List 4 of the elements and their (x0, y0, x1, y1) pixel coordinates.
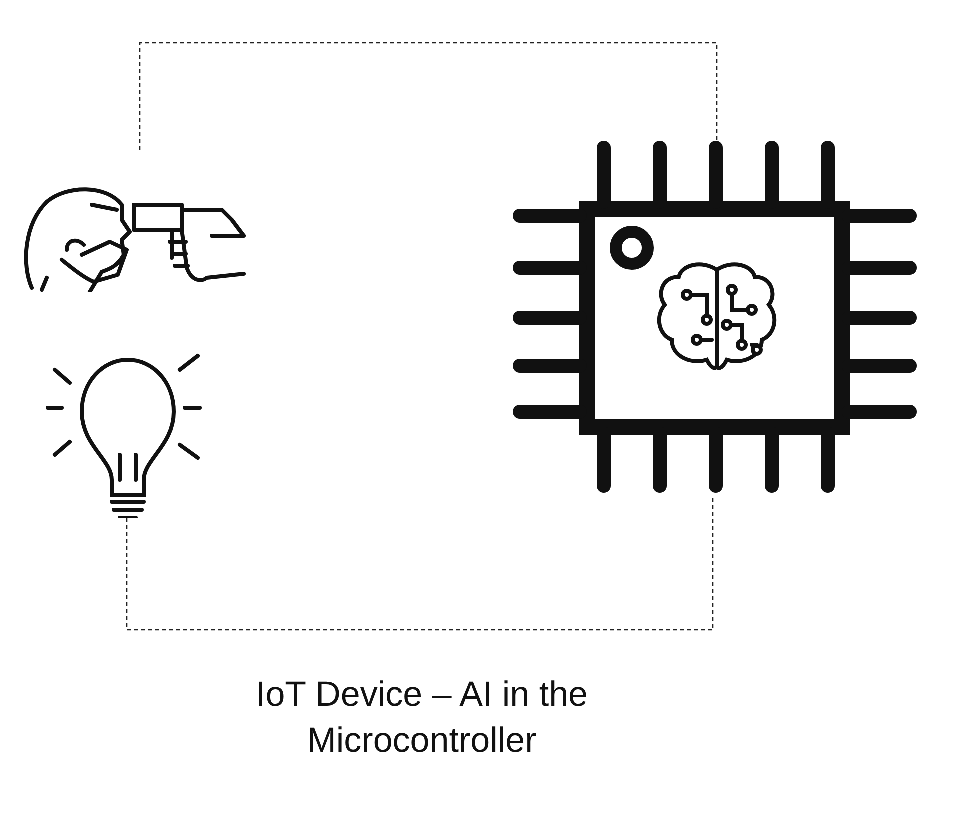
dashed-connector (126, 495, 714, 631)
dashed-connector (139, 42, 718, 150)
caption: IoT Device – AI in the Microcontroller (254, 674, 590, 762)
microcontroller-chip-drawing (512, 140, 918, 495)
